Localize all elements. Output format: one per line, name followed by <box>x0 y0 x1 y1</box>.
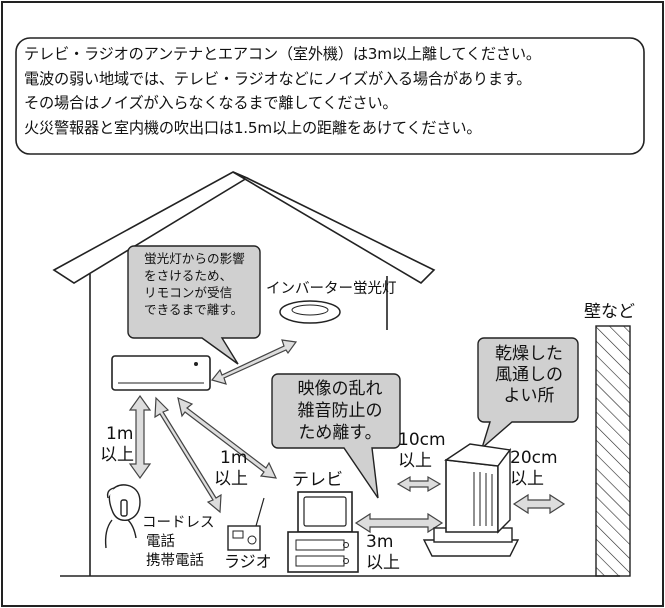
callout-line: 乾燥した <box>495 344 563 364</box>
callout-dry: 乾燥した 風通しの よい所 <box>484 344 574 407</box>
distance-tv-label: 3m 以上 <box>366 532 400 574</box>
callout-line: 風通しの <box>495 365 563 385</box>
phone-label: コードレス 電話 携帯電話 <box>142 514 215 571</box>
distance-radio-label: 1m 以上 <box>214 448 248 490</box>
distance-value: 20cm <box>510 448 558 468</box>
distance-suffix: 以上 <box>100 445 134 465</box>
radio-device <box>227 497 265 551</box>
notice-line: 電波の弱い地域では、テレビ・ラジオなどにノイズが入る場合があります。 <box>24 69 532 88</box>
tv-set <box>287 491 359 573</box>
phone-label-line: コードレス <box>142 515 215 531</box>
callout-line: をさけるため、 <box>144 268 233 283</box>
tv-label: テレビ <box>292 470 343 490</box>
distance-20cm-label: 20cm 以上 <box>510 448 558 490</box>
distance-suffix: 以上 <box>510 469 544 489</box>
callout-noise: 映像の乱れ 雑音防止の ため離す。 <box>280 378 400 444</box>
callout-line: ため離す。 <box>298 423 382 443</box>
inverter-light-label: インバーター蛍光灯 <box>266 281 397 297</box>
callout-line: 雑音防止の <box>297 401 383 421</box>
distance-value: 3m <box>366 532 394 552</box>
wall-label: 壁など <box>584 302 635 322</box>
notice-line: テレビ・ラジオのアンテナとエアコン（室外機）は3m以上離してください。 <box>24 45 541 63</box>
distance-phone-label: 1m 以上 <box>100 424 134 466</box>
distance-value: 1m <box>220 448 248 468</box>
distance-value: 10cm <box>398 430 446 450</box>
distance-value: 1m <box>106 424 134 444</box>
callout-noise-bubble <box>271 373 401 499</box>
distance-10cm-label: 10cm 以上 <box>398 430 446 472</box>
callout-fluorescent: 蛍光灯からの影響 をさけるため、 リモコンが受信 できるまで離す。 <box>144 250 262 318</box>
phone-label-line: 携帯電話 <box>146 553 204 569</box>
callout-line: リモコンが受信 <box>144 285 233 300</box>
callout-line: 映像の乱れ <box>297 379 383 399</box>
distance-suffix: 以上 <box>214 469 248 489</box>
distance-arrows <box>128 339 566 534</box>
outdoor-unit <box>422 443 520 557</box>
callout-line: 蛍光灯からの影響 <box>144 251 245 266</box>
roof-right <box>232 171 436 285</box>
distance-suffix: 以上 <box>398 451 432 471</box>
notice-text: テレビ・ラジオのアンテナとエアコン（室外機）は3m以上離してください。 電波の弱… <box>24 42 638 140</box>
callout-line: よい所 <box>503 386 555 406</box>
callout-fluorescent-bubble <box>127 245 261 365</box>
person-phone <box>104 484 141 549</box>
radio-label: ラジオ <box>224 552 272 571</box>
callout-dry-bubble <box>477 337 579 451</box>
callout-line: できるまで離す。 <box>144 302 244 317</box>
indoor-unit <box>111 355 211 391</box>
phone-label-line: 電話 <box>146 534 175 550</box>
wall-hatch <box>595 325 631 577</box>
distance-suffix: 以上 <box>366 553 400 573</box>
notice-line: 火災警報器と室内機の吹出口は1.5m以上の距離をあけてください。 <box>24 118 482 137</box>
notice-box <box>15 37 645 155</box>
notice-line: その場合はノイズが入らなくなるまで離してください。 <box>24 94 398 112</box>
